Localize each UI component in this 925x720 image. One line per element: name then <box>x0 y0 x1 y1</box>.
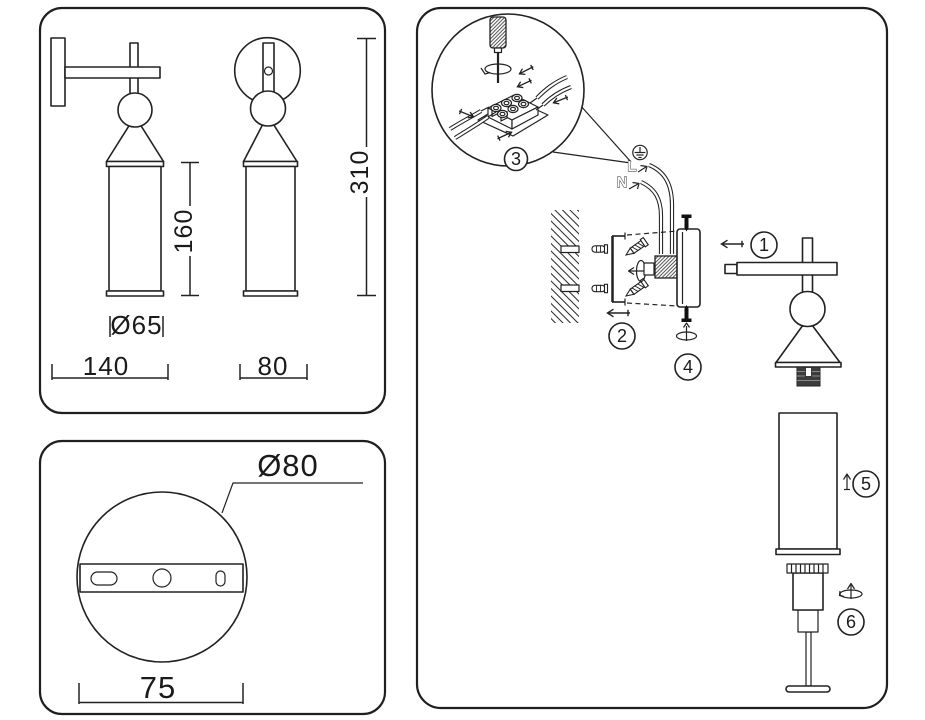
lamp-shade-front <box>245 165 296 292</box>
wire-pointer-neutral <box>628 181 640 190</box>
lamp-ball-front <box>249 90 287 127</box>
cone-base-lip <box>774 361 842 368</box>
diameter-leader-line <box>221 482 363 514</box>
dim-fixture-width: 80 <box>239 351 308 381</box>
step-number-1: 1 <box>759 235 769 255</box>
earth-symbol-icon <box>632 144 648 161</box>
dim-label-total-height: 310 <box>346 150 374 195</box>
lamp-ball-side <box>117 92 153 128</box>
mount-hole-center <box>152 568 172 588</box>
shade-bottom-rim <box>775 548 841 556</box>
front-view-drawing <box>233 36 302 297</box>
bulb-body <box>792 572 824 611</box>
panel-installation-frame <box>415 6 889 710</box>
bulb <box>785 563 831 693</box>
dim-fixture-depth: 140 <box>51 351 169 381</box>
bulb-neck <box>797 609 819 633</box>
dim-shade-diameter: Ø65 <box>109 310 164 340</box>
step-badge-6: 6 <box>837 608 865 636</box>
mains-wires <box>640 163 675 254</box>
step-number-5: 5 <box>861 474 871 494</box>
drill-hole-top <box>560 245 580 254</box>
terminal-screw <box>643 262 655 276</box>
panel-dimensions: 160 310 Ø65 140 80 <box>38 6 387 415</box>
dim-label-mount-spacing: 75 <box>140 670 176 705</box>
lamp-arm <box>736 261 838 276</box>
wall-plate-side <box>50 37 66 107</box>
lamp-shade-side <box>108 165 162 292</box>
step-badge-5: 5 <box>852 470 880 498</box>
step-number-3: 3 <box>511 149 521 169</box>
shade-bottom-ring-side <box>105 290 165 297</box>
dim-shade-height: 160 <box>170 161 199 297</box>
bulb-stem <box>805 631 812 687</box>
arm-end-cap <box>724 263 738 275</box>
screw-rotation-icon-bottom <box>675 322 698 341</box>
step-number-4: 4 <box>683 357 693 377</box>
dim-label-fixture-depth: 140 <box>83 351 129 381</box>
terminal-block-icon <box>477 93 549 137</box>
step-badge-3: 3 <box>503 146 529 172</box>
wall-hatch <box>551 210 579 323</box>
bulb-rotation-icon <box>838 582 863 599</box>
dim-label-shade-diameter: Ø65 <box>110 310 162 340</box>
lamp-socket <box>796 366 821 387</box>
dim-total-height: 310 <box>346 37 376 297</box>
step-number-2: 2 <box>617 326 627 346</box>
wall-section <box>551 210 609 323</box>
dim-label-fixture-width: 80 <box>258 351 289 381</box>
dim-label-shade-height: 160 <box>170 209 198 254</box>
shade-bottom-ring-front <box>242 290 299 297</box>
callout-leader-1 <box>579 104 632 163</box>
mount-slot-right <box>215 570 226 587</box>
dim-label-plate-diameter: Ø80 <box>257 448 319 483</box>
step-badge-4: 4 <box>674 353 702 381</box>
set-screw-icon-bottom <box>681 305 692 322</box>
step-badge-2: 2 <box>608 322 636 350</box>
wire-pointer-live <box>637 164 648 173</box>
step5-direction-arrow <box>842 473 852 491</box>
step-badge-1: 1 <box>750 231 778 259</box>
mount-slot-left <box>90 571 118 586</box>
terminal-connector <box>654 255 680 279</box>
dim-mount-spacing: 75 <box>78 670 244 705</box>
drill-hole-bottom <box>560 284 580 293</box>
terminal-screws <box>490 93 530 119</box>
detail-wires <box>448 75 572 140</box>
wall-plug-icon <box>591 283 609 294</box>
lamp-backplate <box>676 228 701 308</box>
bulb-collar <box>786 563 829 574</box>
lamp-shade <box>775 412 841 556</box>
side-view-drawing <box>50 37 165 297</box>
wall-plug-icon <box>591 244 609 254</box>
wire-label-neutral: N <box>617 174 628 191</box>
wiring-detail <box>448 16 572 143</box>
mounting-bracket <box>611 230 679 307</box>
step-number-6: 6 <box>846 612 856 632</box>
panel-base-plate: Ø80 75 <box>38 439 387 716</box>
rod-screw-hole <box>263 66 274 76</box>
lamp-arm-side <box>64 66 161 79</box>
wire-label-live: L <box>627 158 636 175</box>
callout-leader-2 <box>552 151 632 164</box>
set-screw-icon-top <box>681 214 692 232</box>
rotation-arrow-icon <box>480 63 512 75</box>
screwdriver-icon <box>489 16 507 83</box>
bulb-base <box>785 685 831 693</box>
lamp-body <box>724 237 842 387</box>
panel-installation: 3 L N <box>415 6 889 710</box>
lamp-ball <box>789 290 826 328</box>
